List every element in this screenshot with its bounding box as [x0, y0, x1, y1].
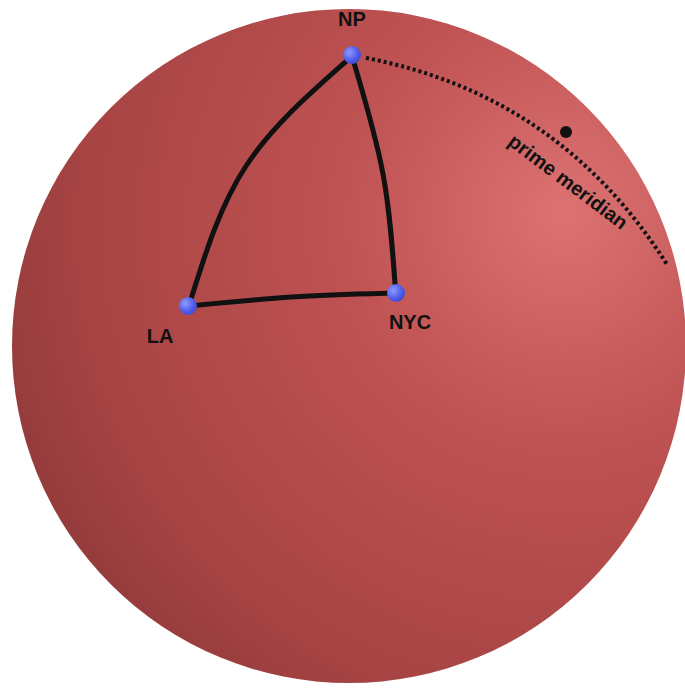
- meridian-dot: [560, 126, 572, 138]
- great-circle-arc: [191, 62, 345, 298]
- city-point: LA: [179, 297, 197, 315]
- great-circle-arc: [354, 64, 395, 284]
- city-point: NP: [343, 46, 361, 64]
- point-label: NP: [338, 8, 366, 31]
- great-circle-arc: [197, 293, 387, 305]
- point-label: LA: [147, 325, 174, 348]
- point-label: NYC: [389, 311, 431, 334]
- prime-meridian-line: [366, 58, 668, 266]
- city-point: NYC: [387, 284, 405, 302]
- sphere: [12, 9, 685, 683]
